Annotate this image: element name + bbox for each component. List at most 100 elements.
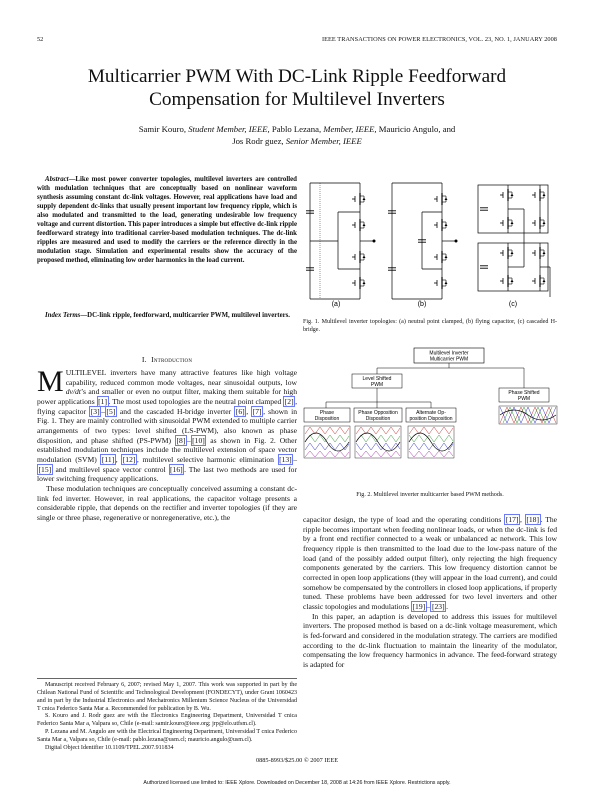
fig2-modulation-tree: Multilevel Inverter Multicarrier PWM Lev…	[303, 347, 558, 459]
text-run: –	[186, 435, 191, 445]
fig1-topologies: (a) (b) (c)	[305, 182, 551, 308]
author-list: Samir Kouro, Student Member, IEEE, Pablo…	[40, 124, 554, 147]
text-run: –	[101, 406, 105, 416]
fig2-ps-waveform	[498, 405, 558, 425]
citation-link[interactable]: [13]	[277, 453, 294, 465]
text-run: and the cascaded H-bridge inverter	[116, 406, 235, 416]
author-1-name: Samir Kouro,	[138, 124, 187, 134]
footnote-affiliation-1: S. Kouro and J. Rodr guez are with the E…	[37, 713, 297, 728]
citation-link[interactable]: [18]	[524, 514, 541, 525]
text-run: , flying capacitor	[37, 396, 298, 416]
text-run: as shown in Fig. 2. Other established mo…	[37, 435, 297, 464]
footnote-manuscript: Manuscript received February 6, 2007; re…	[37, 682, 297, 712]
citation-link[interactable]: [16]	[168, 463, 185, 475]
text-run: –	[293, 454, 298, 464]
citation-link[interactable]: [15]	[37, 463, 53, 475]
journal-header: IEEE TRANSACTIONS ON POWER ELECTRONICS, …	[321, 36, 557, 43]
citation-link[interactable]: [1]	[96, 395, 109, 407]
fig2-pd-l1: Phase	[320, 410, 334, 416]
right-column-body: capacitor design, the type of load and t…	[303, 514, 558, 670]
fig1-label-b: (b)	[418, 301, 427, 308]
author-4-name: Jos Rodr guez,	[232, 135, 284, 146]
abstract-label: Abstract	[45, 176, 69, 183]
paper-title: Multicarrier PWM With DC-Link Ripple Fee…	[30, 65, 564, 111]
citation-link[interactable]: [8]	[175, 434, 187, 446]
fig1a-npc	[305, 182, 376, 300]
title-line-1: Multicarrier PWM With DC-Link Ripple Fee…	[87, 66, 507, 87]
fig2-ps-box	[498, 387, 550, 403]
citation-link[interactable]: [2]	[283, 395, 296, 407]
author-2-role: Member, IEEE,	[323, 124, 377, 134]
citation-link[interactable]: [3]	[89, 405, 102, 417]
fig2-ls-l1: Level Shifted	[363, 376, 392, 382]
title-line-2: Compensation for Multilevel Inverters	[149, 89, 445, 110]
text-run: ,	[246, 406, 252, 416]
citation-link[interactable]: [12]	[121, 453, 137, 465]
text-run: . The last two methods are used for lowe…	[37, 464, 297, 484]
citation-link[interactable]: [19]	[411, 600, 427, 612]
doi: Digital Object Identifier 10.1109/TPEL.2…	[45, 744, 174, 751]
fig1c-cascaded-h-bridge	[477, 184, 551, 297]
text-run: , multilevel selective harmonic eliminat…	[136, 454, 278, 464]
fig2-ps-l2: PWM	[518, 396, 530, 402]
citation-link[interactable]: [5]	[104, 405, 117, 417]
author-3-end: and	[442, 124, 456, 134]
text-run: ’s and smaller or even no output filter,…	[37, 387, 297, 406]
footnote-divider	[37, 678, 297, 679]
author-2-name: Pablo Lezana,	[271, 124, 322, 134]
fig2-root-l2: Multicarrier PWM	[430, 357, 468, 363]
text-run: ULTILEVEL inverters have many attractive…	[65, 368, 297, 387]
index-terms-text: —DC-link ripple, feedforward, multicarri…	[80, 312, 291, 319]
right-paragraph-1: capacitor design, the type of load and t…	[303, 514, 558, 612]
index-terms: Index Terms—DC-link ripple, feedforward,…	[37, 311, 297, 320]
text-run: ,	[519, 515, 525, 524]
right-paragraph-2: In this paper, an adaption is developed …	[303, 611, 557, 669]
text-run: ,	[115, 454, 122, 464]
text-run: capacitor design, the type of load and t…	[303, 515, 505, 524]
fig1-label-a: (a)	[332, 301, 341, 308]
fig2-caption: Fig. 2. Multilevel inverter multicarrier…	[356, 492, 504, 498]
fig2-pod-l1: Phase Opposition	[358, 410, 398, 416]
fig1-caption: Fig. 1. Multilevel inverter topologies: …	[303, 319, 557, 334]
fig2-apod-box	[405, 407, 457, 423]
fig2-pd-l2: Disposition	[315, 416, 340, 422]
intro-paragraph-2: These modulation techniques are conceptu…	[37, 483, 297, 522]
copyright: 0885-8993/$25.00 © 2007 IEEE	[255, 757, 339, 764]
fig1b-flying-capacitor	[387, 182, 458, 300]
citation-link[interactable]: [6]	[234, 405, 247, 417]
abstract: Abstract—Like most power converter topol…	[37, 175, 297, 265]
citation-link[interactable]: [7]	[251, 405, 264, 417]
author-1-role: Student Member, IEEE,	[188, 124, 270, 134]
authorized-notice: Authorized licensed use limited to: IEEE…	[143, 780, 451, 786]
page-number: 52	[37, 36, 44, 43]
fig2-apod-l2: position Disposition	[409, 416, 452, 422]
fig2-ls-l2: PWM	[371, 382, 383, 388]
fig2-ps-l1: Phase Shifted	[508, 390, 539, 396]
text-run: . The ripple becomes important when feed…	[303, 515, 558, 611]
abstract-text: —Like most power converter topologies, m…	[37, 176, 297, 265]
footnote: Manuscript received February 6, 2007; re…	[37, 682, 297, 753]
author-4-role: Senior Member, IEEE	[285, 135, 362, 146]
fig2-apod-waveform	[407, 425, 455, 459]
text-run: . The most used topologies are the neutr…	[108, 396, 284, 406]
text-run: –	[426, 601, 431, 611]
citation-link[interactable]: [11]	[100, 453, 116, 465]
fig2-pd-box	[303, 407, 351, 423]
dvdt-math: dv/dt	[65, 387, 81, 397]
citation-link[interactable]: [10]	[190, 434, 207, 446]
section-number: I.	[141, 355, 147, 364]
index-terms-label: Index Terms	[45, 312, 81, 319]
citation-link[interactable]: [17]	[504, 514, 520, 525]
text-run: , shown in Fig. 1. They are mainly contr…	[37, 406, 298, 445]
footnote-affiliation-2: P. Lezana and M. Angulo are with the Ele…	[37, 729, 297, 743]
fig2-pod-box	[353, 407, 403, 423]
citation-link[interactable]: [23]	[430, 600, 447, 612]
author-3-name: Mauricio Angulo,	[378, 124, 441, 134]
section-title: Introduction	[151, 355, 193, 364]
section-heading: I. Introduction	[37, 355, 297, 364]
fig2-apod-l1: Alternate Op-	[416, 410, 446, 416]
text-run: and multilevel space vector control	[52, 464, 169, 474]
dropcap: M	[37, 365, 64, 398]
